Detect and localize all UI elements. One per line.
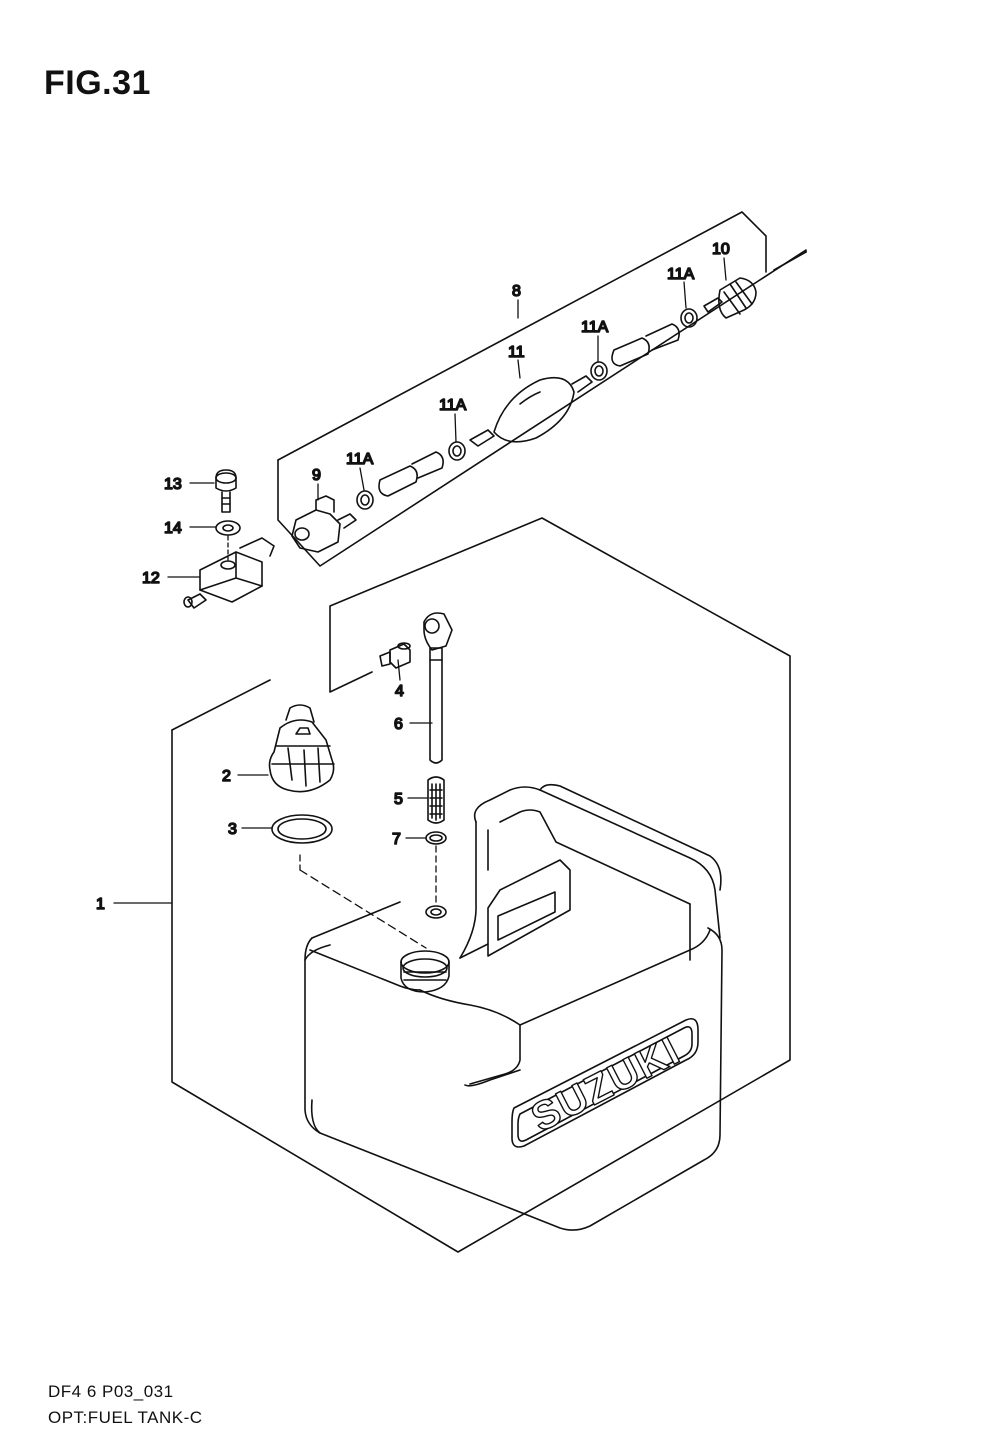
callout-6: 6 (394, 716, 403, 733)
callout-5: 5 (394, 791, 403, 808)
hose-clip-11a-1 (356, 490, 374, 510)
hose-segment-1 (378, 451, 444, 497)
washer-14 (215, 520, 241, 536)
callout-12: 12 (142, 570, 160, 587)
callout-3: 3 (228, 821, 237, 838)
callout-14: 14 (164, 520, 182, 537)
pickup-elbow (423, 612, 453, 661)
fuel-tank-body (304, 783, 723, 1231)
hose-clip-11a-3 (590, 361, 608, 381)
hose-clip-11a-4 (680, 308, 698, 328)
fuel-cap (268, 704, 335, 793)
tank-connector-9 (291, 495, 357, 553)
callout-9: 9 (312, 467, 321, 484)
leader-lines (113, 257, 727, 949)
fuel-tank-frame (171, 517, 791, 1253)
cap-gasket (271, 814, 333, 844)
callout-10: 10 (712, 241, 730, 258)
engine-connector-10 (703, 277, 757, 319)
hose-assembly-frame (277, 211, 807, 567)
callout-11: 11 (508, 344, 525, 361)
callout-11a-1: 11A (346, 451, 374, 468)
callout-13: 13 (164, 476, 182, 493)
figure-code: DF4 6 P03_031 (48, 1382, 174, 1401)
fuel-filter-strainer (427, 776, 445, 824)
callout-11a-4: 11A (667, 266, 695, 283)
hose-clip-11a-2 (448, 441, 466, 461)
callout-4: 4 (395, 683, 404, 700)
pickup-o-ring (425, 831, 447, 845)
tank-logo-text: SUZUKI (524, 1028, 687, 1140)
figure-description: OPT:FUEL TANK-C (48, 1408, 203, 1427)
mounting-bolt-13 (215, 469, 237, 513)
figure-title: FIG.31 (44, 64, 151, 102)
hose-fitting-12 (183, 537, 275, 609)
callout-1: 1 (96, 896, 105, 913)
callout-2: 2 (222, 768, 231, 785)
fuel-connector-fitting (379, 642, 411, 669)
pickup-tube (429, 659, 443, 764)
callout-7: 7 (392, 831, 401, 848)
hose-segment-2 (611, 323, 680, 367)
callout-11a-3: 11A (581, 319, 609, 336)
callout-11a-2: 11A (439, 397, 467, 414)
callout-8: 8 (512, 283, 521, 300)
primer-bulb (469, 375, 593, 447)
